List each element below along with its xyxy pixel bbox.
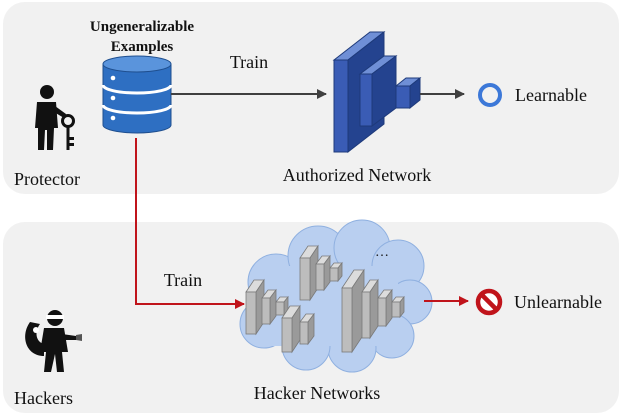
prohibited-icon [475, 288, 503, 316]
protector-label: Protector [14, 169, 80, 189]
authorized-network-label: Authorized Network [283, 165, 431, 185]
learnable-label: Learnable [515, 85, 587, 105]
businessman-with-key-icon [35, 85, 75, 150]
dataset-title-line1: Ungeneralizable [90, 19, 194, 35]
top-panel [3, 2, 619, 194]
hacker-networks-ellipsis: … [375, 245, 389, 260]
hacker-train-arrow [135, 138, 245, 309]
ring-icon [478, 83, 502, 107]
hacker-networks-icon [245, 244, 405, 354]
hacker-train-label: Train [164, 270, 202, 290]
database-icon [101, 55, 173, 134]
unlearnable-label: Unlearnable [514, 292, 602, 312]
thief-icon [25, 310, 82, 372]
authorized-network-icon [332, 30, 422, 154]
hacker-networks-label: Hacker Networks [254, 383, 380, 403]
authorized-train-label: Train [230, 52, 268, 72]
dataset-title-line2: Examples [111, 39, 174, 55]
hackers-label: Hackers [14, 388, 73, 408]
